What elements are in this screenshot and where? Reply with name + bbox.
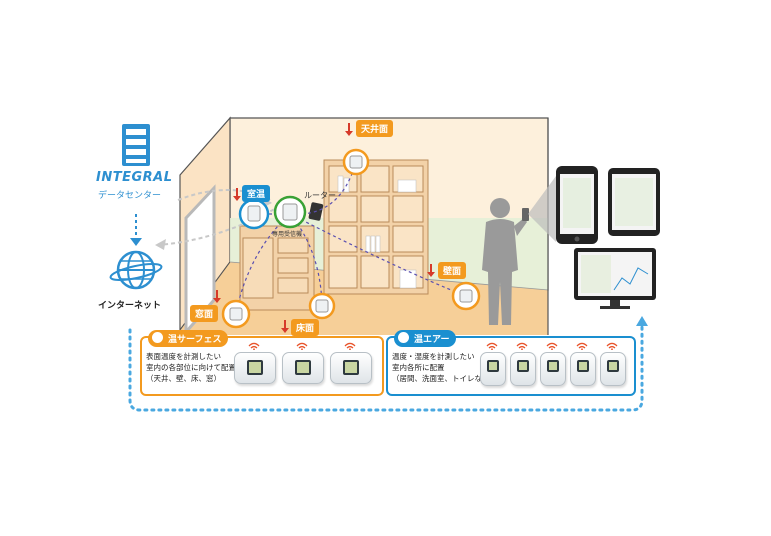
surface-desc-1: 表面温度を計測したい: [146, 352, 221, 361]
monitor-device: [574, 248, 656, 309]
wifi-icon: [516, 342, 528, 350]
internet-label: インターネット: [98, 301, 162, 311]
air-sensor-device: [480, 352, 506, 386]
sensor-room-temp: [238, 198, 270, 230]
air-sensor-device: [600, 352, 626, 386]
surface-desc-3: （天井、壁、床、窓）: [146, 374, 221, 383]
floor-arrow: [281, 320, 289, 333]
wifi-icon: [486, 342, 498, 350]
sensor-window: [221, 299, 251, 329]
wifi-icon: [576, 342, 588, 350]
wifi-icon: [248, 342, 260, 350]
ceiling-arrow: [345, 123, 353, 136]
air-sensor-device: [540, 352, 566, 386]
datacenter-brand: INTEGRAL: [96, 170, 173, 185]
air-sensor-device: [510, 352, 536, 386]
surface-sensor-device: [282, 352, 324, 384]
wifi-icon: [296, 342, 308, 350]
sensor-wall: [451, 281, 481, 311]
tag-room-temp: 室温: [242, 185, 271, 202]
globe-icon: [109, 250, 163, 290]
receiver-unit: [273, 195, 307, 229]
air-desc-3: （居間、洗面室、トイレなど）: [392, 374, 497, 383]
room-temp-arrow: [233, 188, 241, 201]
window-arrow: [213, 290, 221, 303]
receiver-label: 専用受信機: [272, 231, 303, 238]
air-desc-2: 室内各所に配置: [392, 363, 445, 372]
person-silhouette: [482, 198, 529, 325]
air-desc-1: 温度・湿度を計測したい: [392, 352, 475, 361]
surface-logo-icon: [152, 332, 163, 343]
server-icon: [122, 124, 150, 166]
air-logo-icon: [398, 332, 409, 343]
sensor-ceiling: [342, 148, 370, 176]
tag-window: 窓面: [190, 305, 219, 322]
air-panel-title: 温エアー: [394, 330, 457, 347]
projection-beam: [528, 176, 556, 242]
router-label: ルーター: [304, 191, 336, 200]
tablet-device: [608, 168, 660, 236]
tag-ceiling: 天井面: [356, 120, 394, 137]
wifi-icon: [344, 342, 356, 350]
datacenter-label: データセンター: [98, 191, 162, 201]
tag-floor: 床面: [291, 319, 320, 336]
surface-sensor-device: [330, 352, 372, 384]
wifi-icon: [606, 342, 618, 350]
sensor-floor: [308, 292, 336, 320]
surface-desc-2: 室内の各部位に向けて配置: [146, 363, 236, 372]
data-loop: [128, 320, 644, 412]
wifi-icon: [546, 342, 558, 350]
surface-panel-title: 温サーフェス: [148, 330, 229, 347]
wall-arrow: [427, 264, 435, 277]
phone-device: [556, 166, 598, 244]
surface-sensor-device: [234, 352, 276, 384]
air-sensor-device: [570, 352, 596, 386]
tag-wall: 壁面: [438, 262, 467, 279]
